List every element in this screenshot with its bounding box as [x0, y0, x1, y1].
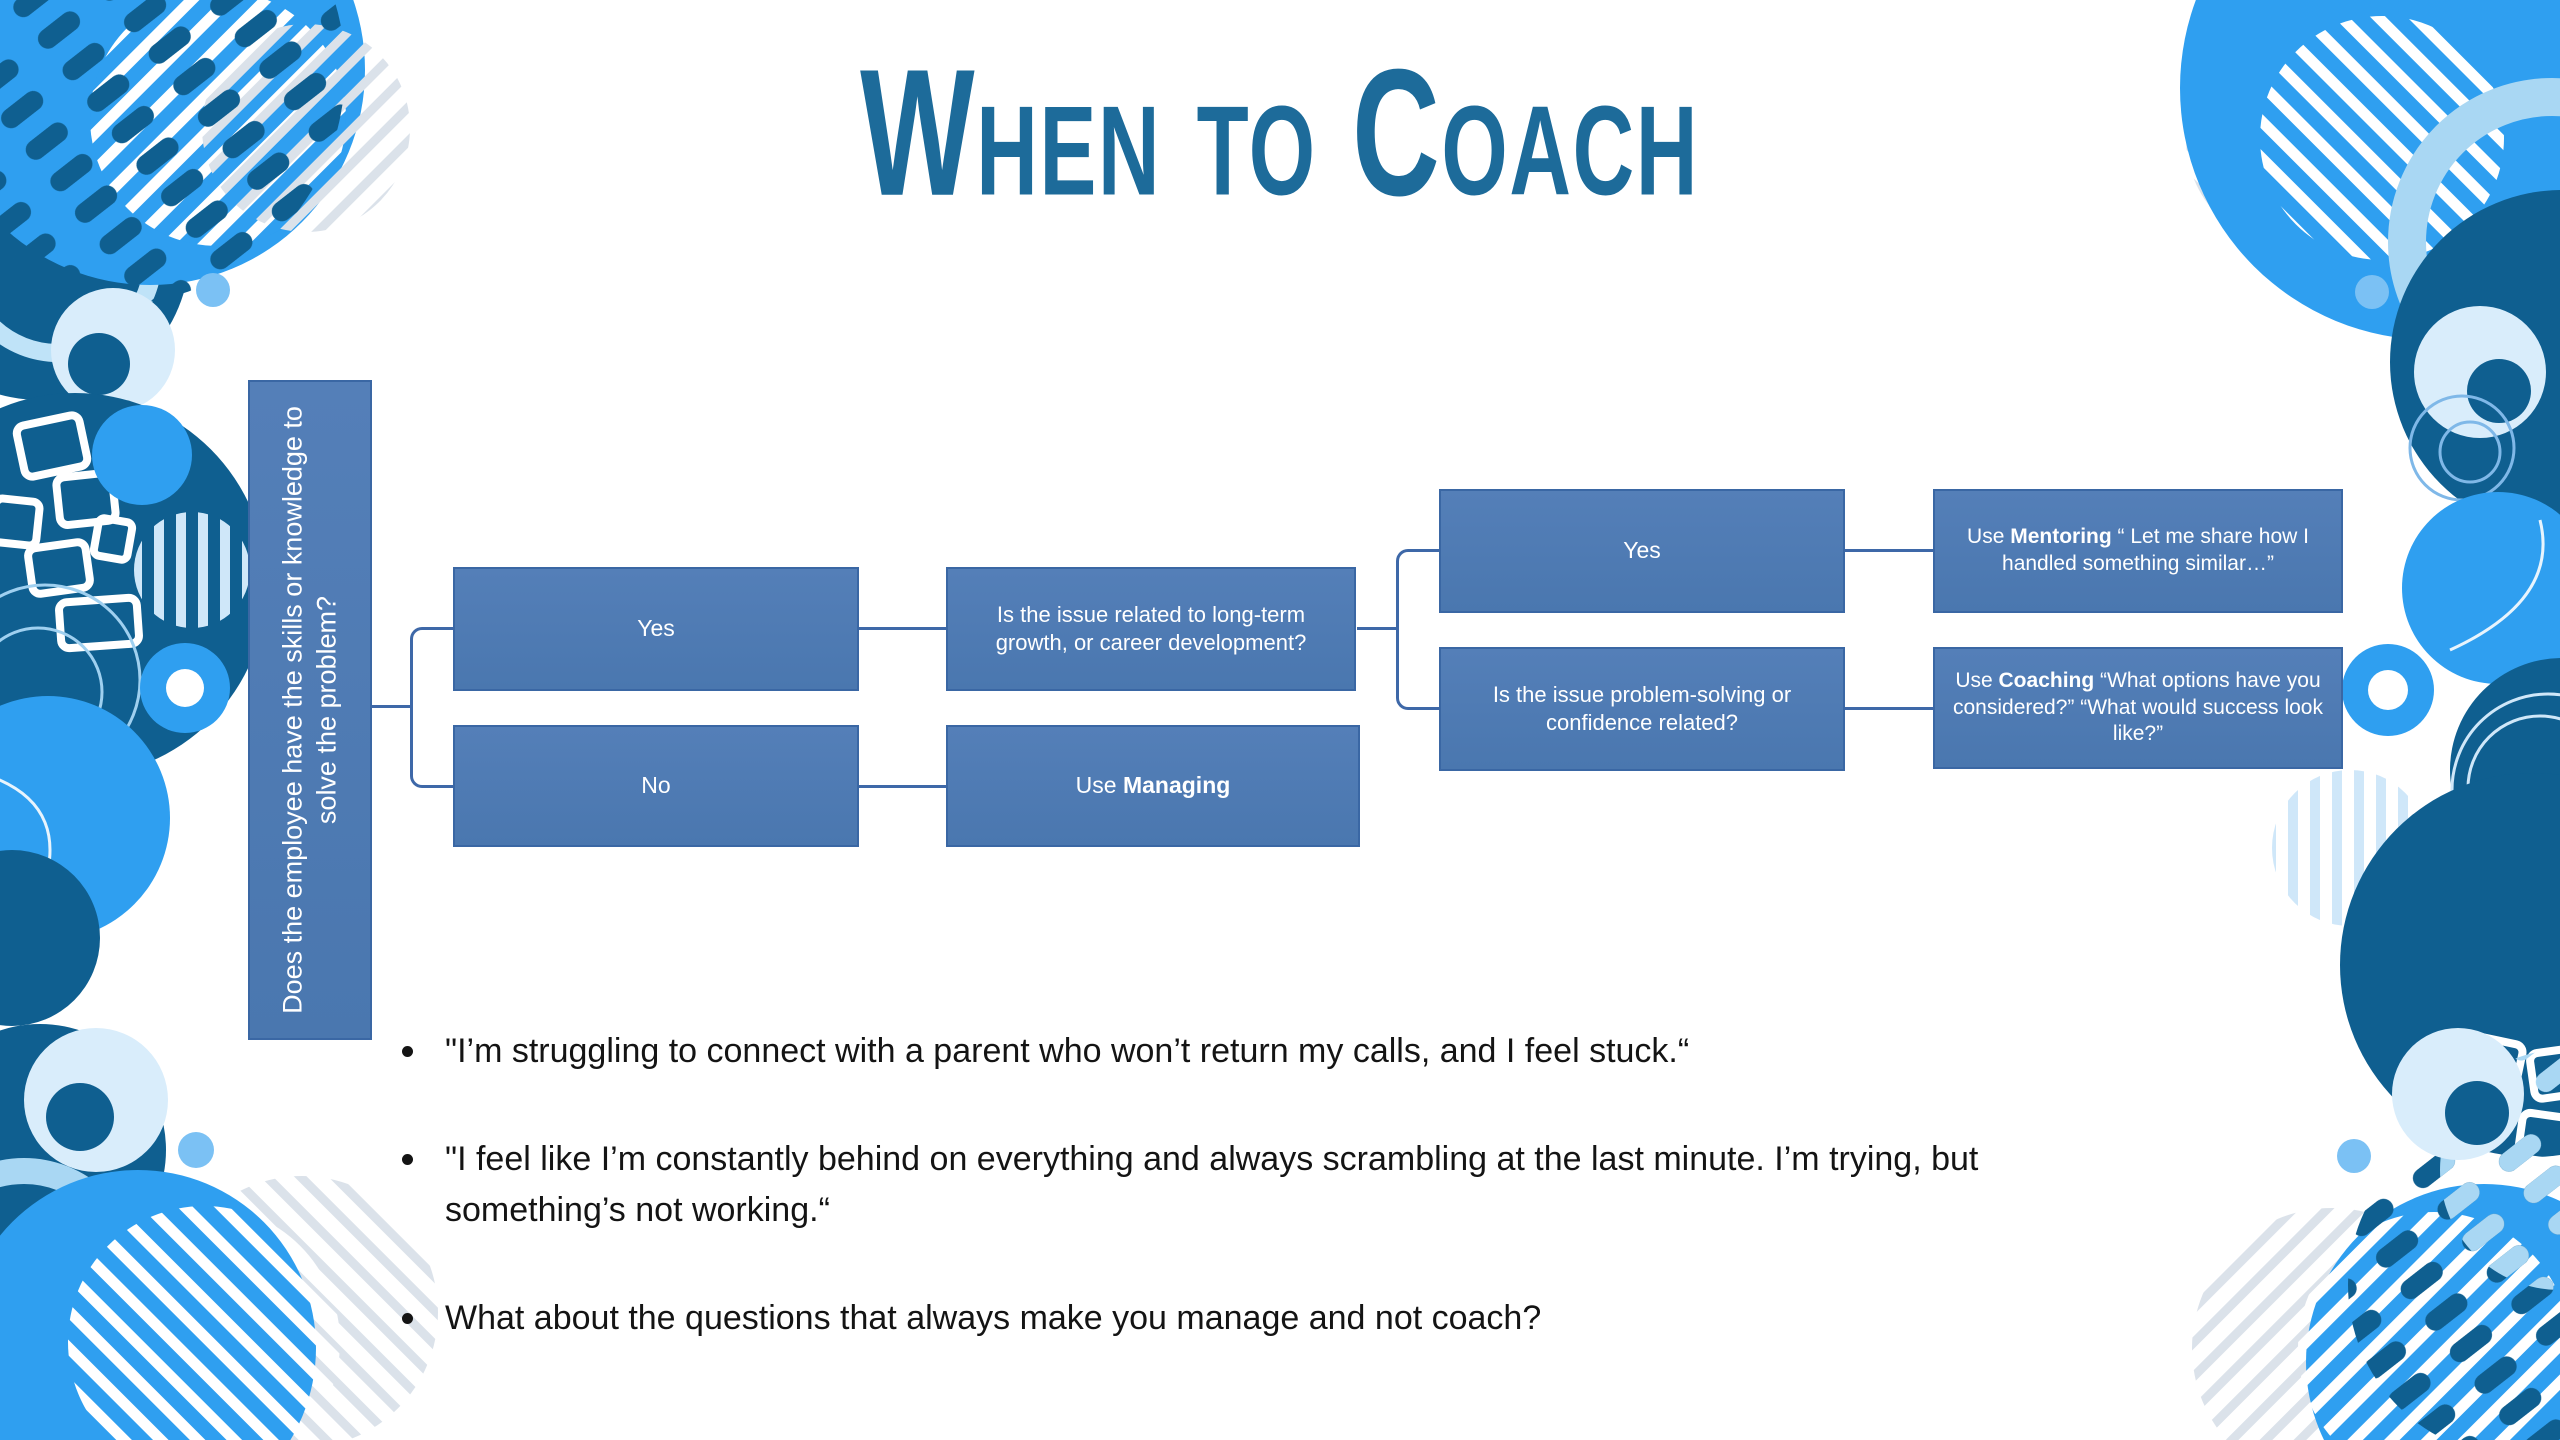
connector-yes-to-growth	[859, 627, 948, 630]
decor-bottom-right	[2192, 1028, 2560, 1440]
flow-use-mentoring-box: Use Mentoring “ Let me share how I handl…	[1933, 489, 2343, 613]
flow-no-box: No	[453, 725, 859, 847]
flow-yes2-box: Yes	[1439, 489, 1845, 613]
decor-top-left	[0, 0, 410, 412]
bullet-item-3: What about the questions that always mak…	[398, 1293, 2123, 1344]
flow-yes2-label: Yes	[1623, 537, 1661, 564]
flow-use-coaching-text: Use Coaching “What options have you cons…	[1952, 668, 2329, 746]
page-title: When to Coach	[860, 32, 1700, 234]
decor-bottom-left	[0, 1024, 438, 1440]
decor-top-right	[2180, 0, 2560, 534]
flow-yes-label: Yes	[637, 615, 675, 642]
connector-yes2-to-mentoring	[1845, 549, 1935, 552]
flow-yes-box: Yes	[453, 567, 859, 691]
flow-use-managing-text: Use Managing	[1075, 772, 1231, 799]
connector-problem-to-coaching	[1845, 707, 1935, 710]
decor-left-middle	[0, 393, 267, 1026]
title-wrap: When to Coach	[0, 30, 2560, 233]
flow-problem-question-box: Is the issue problem-solving or confiden…	[1439, 647, 1845, 771]
connector-growth-stub	[1357, 627, 1398, 630]
flow-use-coaching-box: Use Coaching “What options have you cons…	[1933, 647, 2343, 769]
connector-no-to-managing	[859, 785, 948, 788]
flow-root-question-text: Does the employee have the skills or kno…	[277, 398, 341, 1014]
bullet-item-1: "I’m struggling to connect with a parent…	[398, 1026, 2123, 1077]
flow-problem-question-text: Is the issue problem-solving or confiden…	[1492, 681, 1798, 735]
flow-growth-question-box: Is the issue related to long-term growth…	[946, 567, 1356, 691]
bullet-list: "I’m struggling to connect with a parent…	[398, 1026, 2123, 1401]
bullet-item-2: "I feel like I’m constantly behind on ev…	[398, 1134, 2123, 1236]
flow-no-label: No	[641, 772, 671, 799]
connector-bracket-1	[410, 627, 454, 788]
connector-bracket-2	[1396, 549, 1440, 710]
flow-growth-question-text: Is the issue related to long-term growth…	[995, 601, 1312, 655]
flow-root-question-box: Does the employee have the skills or kno…	[248, 380, 372, 1040]
connector-root-stub	[372, 705, 412, 708]
flow-use-mentoring-text: Use Mentoring “ Let me share how I handl…	[1967, 525, 2315, 575]
flow-use-managing-box: Use Managing	[946, 725, 1360, 847]
